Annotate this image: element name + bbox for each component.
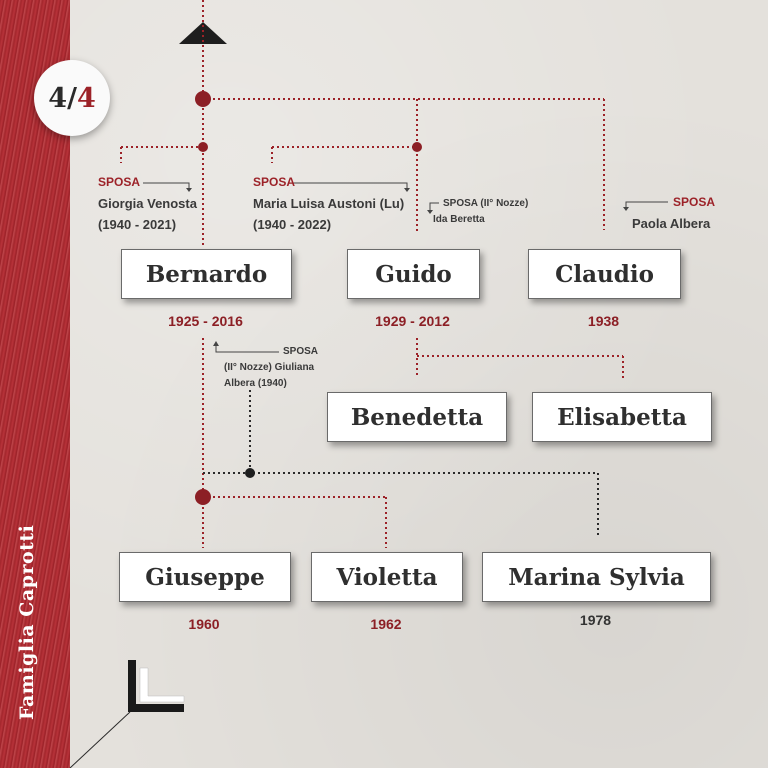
spouse-name: Ida Beretta <box>433 214 485 225</box>
person-name: Bernardo <box>145 260 268 288</box>
spouse-bernardo-1: SPOSA Giorgia Venosta (1940 - 2021) <box>98 172 197 235</box>
person-name: Guido <box>375 260 452 288</box>
spouse-name: Paola Albera <box>632 216 711 231</box>
person-giuseppe: Giuseppe <box>119 552 291 602</box>
spouse-bernardo-2: SPOSA (II° Nozze) Giuliana Albera (1940) <box>224 344 318 392</box>
triangle-up-icon <box>179 22 227 44</box>
arrow-spouse-2 <box>293 182 408 189</box>
spouse-years: (1940 - 2021) <box>98 217 177 232</box>
sposa-label: SPOSA <box>253 175 296 189</box>
person-claudio: Claudio <box>528 249 681 299</box>
arrow-spouse-5 <box>215 344 279 353</box>
person-name: Giuseppe <box>145 563 265 591</box>
person-violetta: Violetta <box>311 552 463 602</box>
spouse-name: Giorgia Venosta <box>98 196 197 211</box>
marriage-node-guido <box>412 142 422 152</box>
sibling-node <box>195 91 211 107</box>
years-violetta: 1962 <box>370 616 402 632</box>
person-name: Violetta <box>336 563 438 591</box>
first-children-node <box>195 489 211 505</box>
page-separator: / <box>67 82 77 114</box>
years-claudio: 1938 <box>587 313 620 329</box>
sposa-label: SPOSA <box>673 195 716 209</box>
page-indicator: 4/4 <box>34 60 110 136</box>
spouse-guido-2: SPOSA (II° Nozze) Ida Beretta <box>433 196 529 228</box>
person-guido: Guido <box>347 249 480 299</box>
sposa-label: SPOSA <box>443 198 478 209</box>
sposa-label: SPOSA <box>283 346 319 357</box>
page-current: 4 <box>48 82 68 114</box>
spouse-claudio-1: SPOSA Paola Albera <box>632 192 715 234</box>
years-marina-sylvia: 1978 <box>579 612 612 628</box>
spouse-years: (1940 - 2022) <box>253 217 332 232</box>
corner-line <box>69 711 131 768</box>
person-name: Elisabetta <box>557 403 687 431</box>
spouse-name: (II° Nozze) Giuliana <box>224 362 315 373</box>
marriage-node-bernardo <box>198 142 208 152</box>
years-giuseppe: 1960 <box>188 616 220 632</box>
years-bernardo: 1925 - 2016 <box>168 313 243 329</box>
person-name: Benedetta <box>350 403 484 431</box>
arrow-spouse-4 <box>625 201 668 208</box>
arrow-spouse-3 <box>429 202 439 212</box>
sposa-label: SPOSA <box>98 175 141 189</box>
years-guido: 1929 - 2012 <box>375 313 450 329</box>
person-elisabetta: Elisabetta <box>532 392 712 442</box>
marriage-order: (II° Nozze) <box>480 198 529 209</box>
person-marina-sylvia: Marina Sylvia <box>482 552 711 602</box>
spouse-guido-1: SPOSA Maria Luisa Austoni (Lu) (1940 - 2… <box>253 172 404 235</box>
spouse-years: Albera (1940) <box>224 378 287 389</box>
person-benedetta: Benedetta <box>327 392 507 442</box>
person-name: Claudio <box>555 260 654 288</box>
spouse-name: Maria Luisa Austoni (Lu) <box>253 196 405 211</box>
second-marriage-node <box>245 468 255 478</box>
page-total: 4 <box>76 82 96 114</box>
person-name: Marina Sylvia <box>508 563 685 591</box>
person-bernardo: Bernardo <box>121 249 292 299</box>
arrow-spouse-1 <box>143 182 190 189</box>
l-logo-icon <box>128 660 185 712</box>
